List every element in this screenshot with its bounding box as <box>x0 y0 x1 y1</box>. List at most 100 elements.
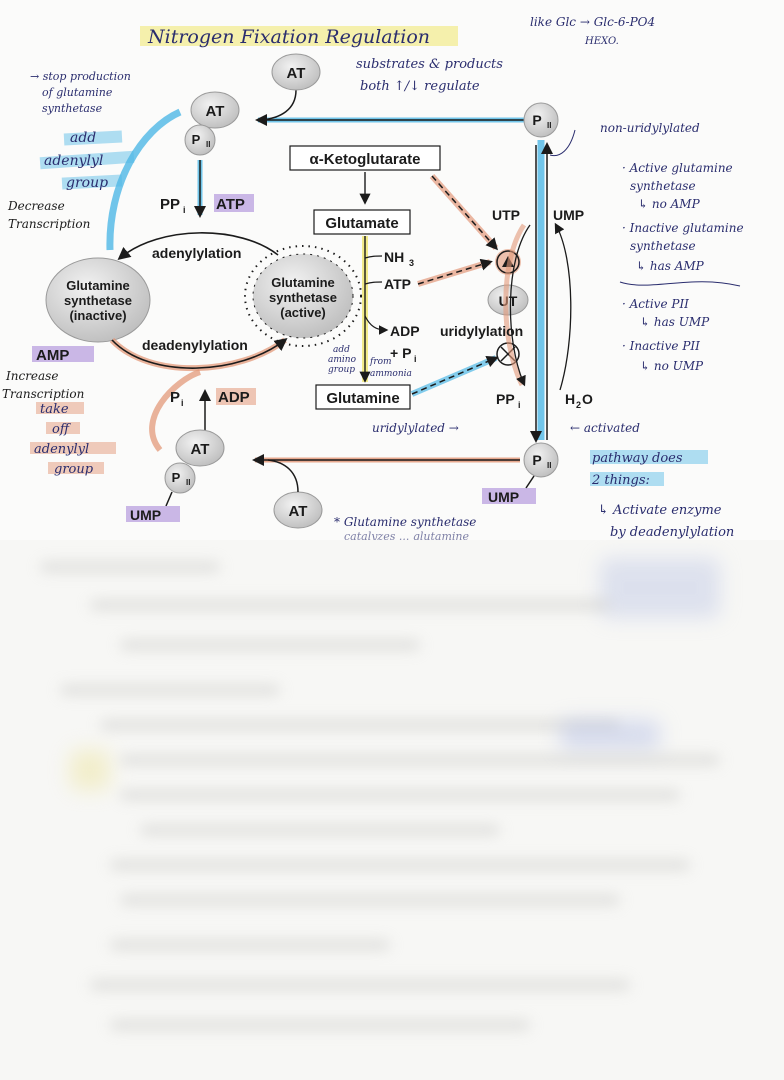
arc-deuridylylation <box>554 222 572 391</box>
pii-bottom-left-sub: II <box>186 478 190 487</box>
blurred-highlight <box>70 750 110 790</box>
note-bottom-1: * Glutamine synthetase <box>334 515 476 529</box>
glutamate-box <box>313 209 411 235</box>
note-substrates-2: both ↑/↓ regulate <box>360 79 480 94</box>
note-top-right-2: HEXO. <box>584 36 619 47</box>
note-take-1: take <box>40 402 69 417</box>
ppi-right-label: PP <box>496 391 515 407</box>
at-bottom-label: AT <box>289 503 308 520</box>
note-add-2: adenylyl <box>44 153 103 169</box>
alpha-kg-label: α-Ketoglutarate <box>310 151 421 168</box>
amp-highlight <box>32 346 94 362</box>
highlight-two-things <box>590 472 664 486</box>
note-from-ammonia-2: ammonia <box>370 369 412 379</box>
gs-inactive-line1: Glutamine <box>66 278 130 293</box>
highlight-group-2 <box>48 462 104 474</box>
ppi-left-label: PP <box>160 196 180 213</box>
gs-active-node <box>252 253 354 339</box>
pii-node-bottom-right <box>523 442 559 478</box>
ump-bottom-right-label: UMP <box>488 489 519 505</box>
note-pathway-2: 2 things: <box>591 473 650 488</box>
note-decrease-2: Transcription <box>8 217 90 231</box>
at-node-left <box>190 91 240 129</box>
blurred-line <box>100 720 620 730</box>
blurred-line <box>60 685 280 695</box>
blurred-highlight <box>560 720 660 750</box>
title-highlight <box>140 26 458 46</box>
arc-uridylylation <box>509 224 531 387</box>
page-title: Nitrogen Fixation Regulation <box>147 26 430 48</box>
blurred-line <box>40 562 220 572</box>
gs-active-rays <box>244 245 362 347</box>
note-add-amino-1: add <box>333 345 350 355</box>
note-top-right-1: like Glc → Glc-6-PO4 <box>530 15 655 29</box>
blurred-line <box>120 640 420 650</box>
highlight-add <box>63 130 123 146</box>
blurred-highlight <box>600 558 720 618</box>
pii-node-top-right <box>523 102 559 138</box>
glutamine-box <box>315 384 411 410</box>
highlight-group <box>61 174 123 190</box>
note-pathway-1: pathway does <box>592 451 683 466</box>
pii-bottom-right-sub: II <box>547 461 551 470</box>
note-active-pii-1: · Active PII <box>622 297 689 311</box>
note-uridylylated: uridylylated → <box>372 421 459 435</box>
note-from-ammonia-1: from <box>369 357 392 367</box>
adenylylation-arc <box>117 232 279 261</box>
gs-active-line3: (active) <box>280 305 326 320</box>
nh3-branch <box>364 255 383 259</box>
atp-branch <box>364 281 383 285</box>
blurred-line <box>110 1020 530 1030</box>
blurred-line <box>90 980 630 990</box>
uridylylation-label: uridylylation <box>440 323 523 339</box>
highlight-off <box>46 422 80 434</box>
ump-right-label: UMP <box>553 207 584 223</box>
note-activate-1: ↳ Activate enzyme <box>598 503 722 518</box>
nitrogen-regulation-diagram: Nitrogen Fixation Regulation like Glc → … <box>2 15 744 540</box>
note-inactive-pii-1: · Inactive PII <box>622 339 700 353</box>
note-activate-2: by deadenylylation <box>610 525 734 540</box>
adp-mid-label: ADP <box>390 323 420 339</box>
atp-mid-label: ATP <box>384 276 411 292</box>
h2o-label: H <box>565 391 575 407</box>
adp-left-label: ADP <box>218 389 250 406</box>
h2o-o: O <box>582 391 593 407</box>
note-stop-3: synthetase <box>42 102 103 115</box>
at-top-label: AT <box>287 65 306 82</box>
pii-left-top-label: P <box>192 132 201 147</box>
gs-inactive-node <box>45 257 151 343</box>
adenylylation-label: adenylylation <box>152 245 241 261</box>
note-add-amino-2: amino <box>328 355 357 365</box>
blurred-line <box>120 895 620 905</box>
blurred-line <box>120 790 680 800</box>
amp-label: AMP <box>36 347 69 364</box>
at-bottom-left-label: AT <box>191 441 210 458</box>
arrow-at-top <box>261 89 297 121</box>
note-take-4: group <box>54 462 94 477</box>
alpha-kg-box <box>289 145 441 171</box>
note-add-amino-3: group <box>328 365 355 375</box>
note-take-3: adenylyl <box>34 442 89 457</box>
note-substrates-1: substrates & products <box>356 57 503 72</box>
plus-pi-label: + P <box>390 345 411 361</box>
blurred-line <box>140 825 500 835</box>
pi-left-label: P <box>170 389 180 406</box>
pii-bottom-right-label: P <box>532 452 541 468</box>
note-add-3: group <box>66 175 108 191</box>
deadenylylation-arc <box>111 338 288 369</box>
ppi-left-sub: i <box>183 205 186 215</box>
salmon-arc-uridylylation <box>503 223 527 387</box>
pii-node-left-top <box>184 124 216 156</box>
nh3-label: NH <box>384 249 404 265</box>
blue-arrow-adenylylation <box>106 108 182 251</box>
note-increase-1: Increase <box>5 369 58 383</box>
note-inactive-gs-3: ↳ has AMP <box>636 259 705 273</box>
salmon-arrow-up-left <box>149 369 202 452</box>
deadenylylation-label: deadenylylation <box>142 337 248 353</box>
note-inactive-gs-1: · Inactive glutamine <box>622 221 744 235</box>
atp-left-label: ATP <box>216 196 245 213</box>
note-active-gs-2: synthetase <box>630 179 696 193</box>
plus-pi-sub: i <box>414 354 417 364</box>
note-increase-2: Transcription <box>2 387 84 401</box>
note-active-gs-3: ↳ no AMP <box>638 197 701 211</box>
